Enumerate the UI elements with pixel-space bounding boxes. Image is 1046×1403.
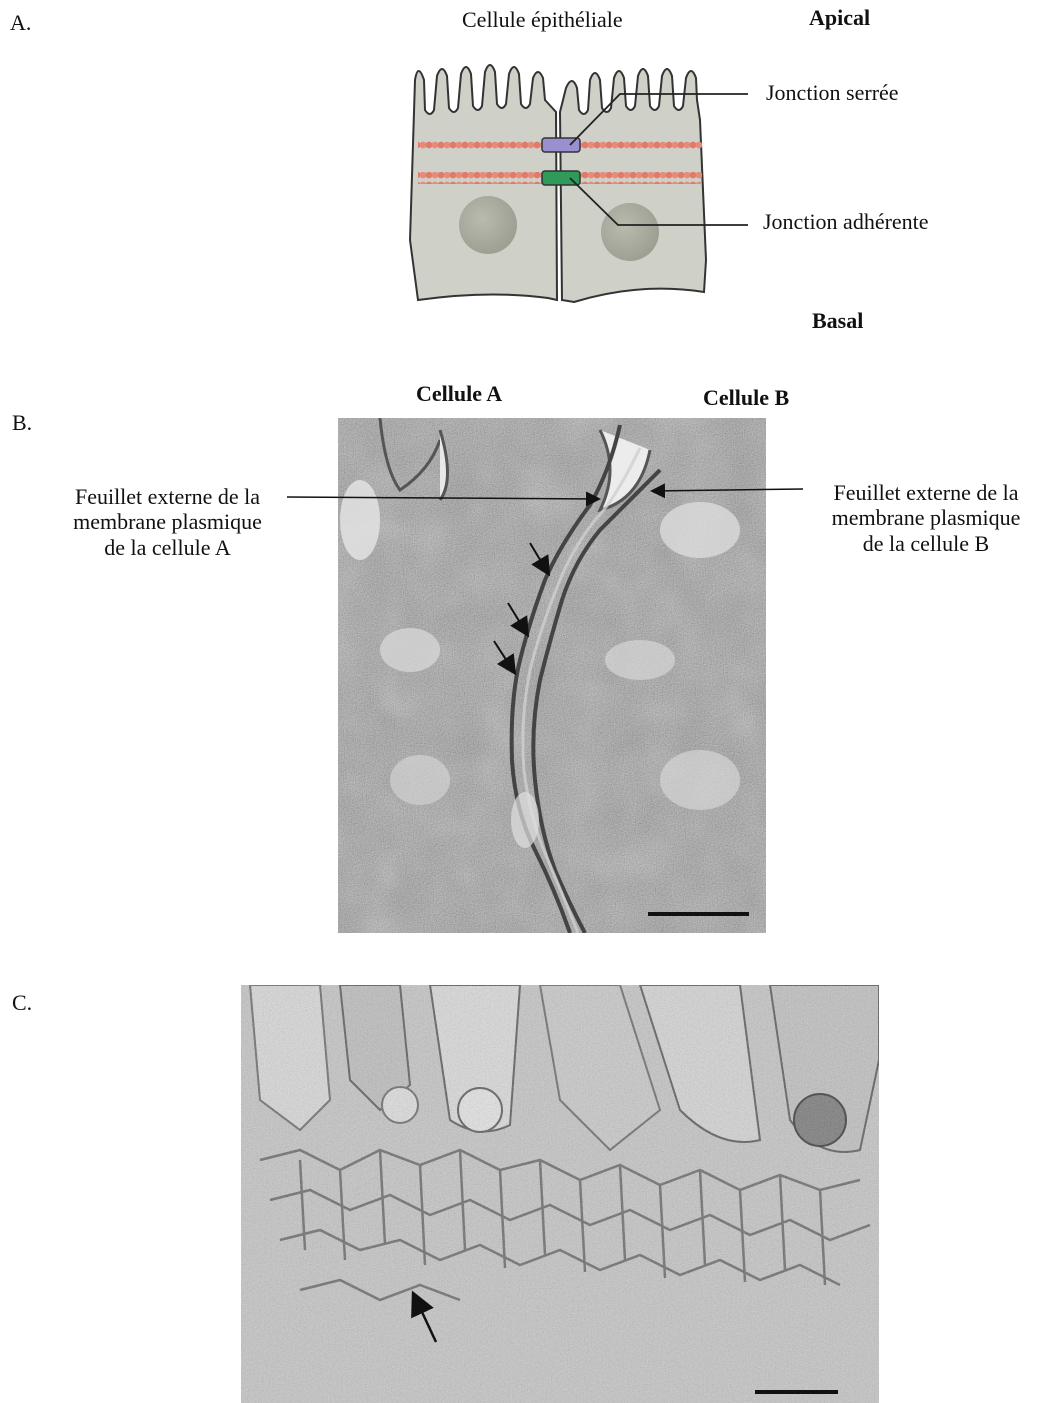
- panel-b-letter: B.: [12, 410, 32, 435]
- micrograph-c: [241, 985, 879, 1403]
- tight-junction-network: [260, 1150, 870, 1300]
- cell-a-label: Cellule A: [416, 381, 502, 406]
- arrow-b-3: [494, 641, 514, 672]
- panel-c-letter: C.: [12, 990, 32, 1015]
- membrane-b-line-2: membrane plasmique: [806, 505, 1046, 530]
- membrane-b-label: Feuillet externe de la membrane plasmiqu…: [806, 480, 1046, 556]
- membrane-a-label: Feuillet externe de la membrane plasmiqu…: [40, 484, 295, 560]
- nucleus-left: [459, 196, 517, 254]
- right-cell: [560, 69, 706, 302]
- arrow-b-2: [508, 603, 527, 634]
- cell-b-label: Cellule B: [703, 385, 789, 410]
- membrane-b-line-1: Feuillet externe de la: [806, 480, 1046, 505]
- membrane-a-line-2: membrane plasmique: [40, 509, 295, 534]
- membrane-a-line-3: de la cellule A: [40, 535, 295, 560]
- nucleus-right: [601, 203, 659, 261]
- micrograph-b: [338, 418, 766, 933]
- arrow-b-1: [530, 543, 548, 573]
- arrow-c: [414, 1295, 436, 1342]
- membrane-b-line-3: de la cellule B: [806, 531, 1046, 556]
- membrane-a-line-1: Feuillet externe de la: [40, 484, 295, 509]
- pointer-membrane-a: [287, 497, 598, 499]
- epithelial-cells-diagram: [0, 0, 1046, 360]
- pointer-membrane-b: [653, 489, 803, 491]
